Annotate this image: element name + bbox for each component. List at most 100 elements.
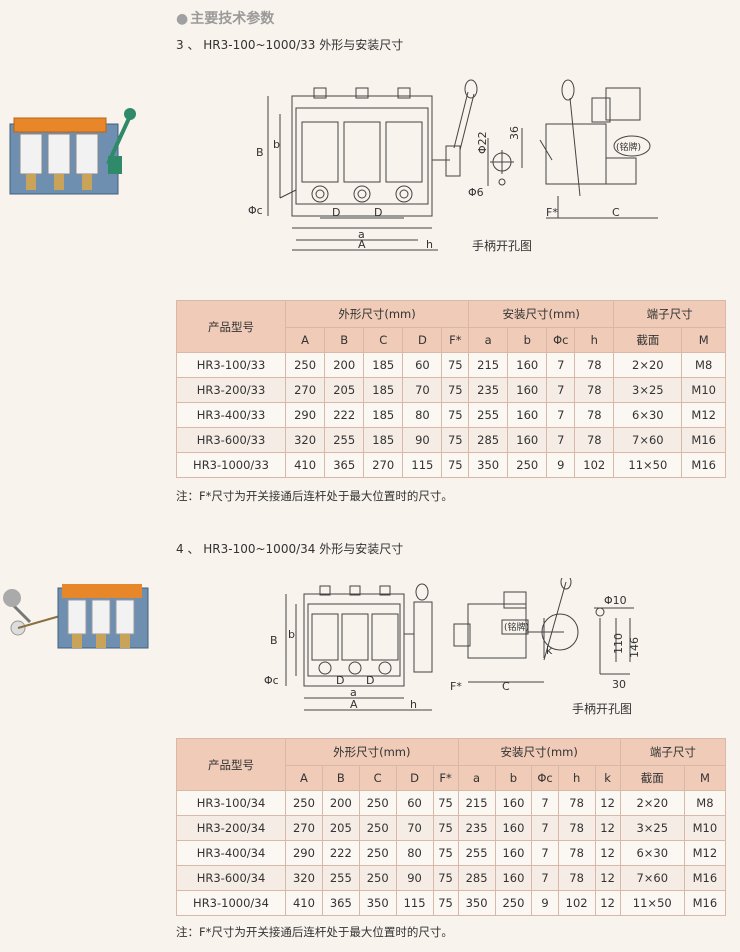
value-cell: 255 bbox=[468, 402, 509, 428]
value-cell: 410 bbox=[285, 890, 323, 916]
nameplate-label: (铭牌) bbox=[616, 141, 641, 153]
value-cell: M10 bbox=[681, 377, 726, 403]
value-cell: 290 bbox=[285, 840, 323, 866]
col4-F: F* bbox=[432, 765, 459, 791]
value-cell: 75 bbox=[441, 452, 470, 478]
model-cell: HR3-600/33 bbox=[176, 427, 286, 453]
value-cell: 75 bbox=[441, 402, 470, 428]
col-section: 截面 bbox=[613, 327, 683, 353]
dim4-a: a bbox=[350, 686, 357, 699]
value-cell: M16 bbox=[683, 890, 727, 916]
value-cell: 290 bbox=[284, 402, 326, 428]
value-cell: M16 bbox=[681, 427, 726, 453]
value-cell: 160 bbox=[494, 790, 533, 816]
value-cell: 75 bbox=[441, 377, 470, 403]
dim-b: b bbox=[273, 138, 280, 151]
value-cell: 215 bbox=[468, 352, 509, 378]
value-cell: 11×50 bbox=[613, 452, 683, 478]
value-cell: 115 bbox=[395, 890, 434, 916]
value-cell: 115 bbox=[402, 452, 443, 478]
value-cell: 78 bbox=[557, 790, 596, 816]
value-cell: 7 bbox=[546, 427, 576, 453]
value-cell: M8 bbox=[681, 352, 726, 378]
dim-phi-c: Φc bbox=[248, 204, 263, 217]
value-cell: 320 bbox=[284, 427, 326, 453]
note-33: 注：F*尺寸为开关接通后连杆处于最大位置时的尺寸。 bbox=[176, 489, 453, 503]
col-h: h bbox=[574, 327, 615, 353]
value-cell: 6×30 bbox=[619, 840, 685, 866]
value-cell: 365 bbox=[324, 452, 365, 478]
value-cell: 2×20 bbox=[613, 352, 683, 378]
value-cell: 160 bbox=[494, 815, 533, 841]
col-D: D bbox=[402, 327, 443, 353]
value-cell: 215 bbox=[457, 790, 496, 816]
model-cell: HR3-100/33 bbox=[176, 352, 286, 378]
col4-group-install: 安装尺寸(mm) bbox=[457, 738, 621, 766]
value-cell: 78 bbox=[574, 402, 615, 428]
value-cell: 160 bbox=[507, 352, 548, 378]
col-M: M bbox=[681, 327, 726, 353]
value-cell: 250 bbox=[494, 890, 533, 916]
value-cell: 160 bbox=[494, 840, 533, 866]
dim4-A: A bbox=[350, 698, 358, 711]
col4-section: 截面 bbox=[619, 765, 685, 791]
value-cell: 200 bbox=[321, 790, 360, 816]
value-cell: 365 bbox=[321, 890, 360, 916]
col4-a: a bbox=[457, 765, 496, 791]
value-cell: 285 bbox=[468, 427, 509, 453]
col4-D: D bbox=[395, 765, 434, 791]
value-cell: 270 bbox=[284, 377, 326, 403]
product-photo-33 bbox=[9, 108, 136, 195]
nameplate4-label: (铭牌) bbox=[504, 621, 529, 633]
col4-B: B bbox=[321, 765, 360, 791]
value-cell: 320 bbox=[285, 865, 323, 891]
value-cell: 6×30 bbox=[613, 402, 683, 428]
col-group-outer: 外形尺寸(mm) bbox=[284, 300, 470, 328]
value-cell: M8 bbox=[683, 790, 727, 816]
value-cell: 9 bbox=[546, 452, 576, 478]
model-cell: HR3-200/34 bbox=[176, 815, 286, 841]
dim-D2: D bbox=[374, 206, 382, 219]
value-cell: 185 bbox=[363, 352, 404, 378]
value-cell: 7 bbox=[531, 840, 559, 866]
value-cell: 255 bbox=[324, 427, 365, 453]
value-cell: 160 bbox=[507, 402, 548, 428]
model-cell: HR3-400/34 bbox=[176, 840, 286, 866]
value-cell: M10 bbox=[683, 815, 727, 841]
value-cell: 12 bbox=[594, 840, 621, 866]
value-cell: 7 bbox=[546, 402, 576, 428]
model-cell: HR3-1000/33 bbox=[176, 452, 286, 478]
value-cell: 2×20 bbox=[619, 790, 685, 816]
value-cell: 205 bbox=[321, 815, 360, 841]
model-cell: HR3-600/34 bbox=[176, 865, 286, 891]
value-cell: 75 bbox=[441, 352, 470, 378]
value-cell: 7 bbox=[531, 815, 559, 841]
value-cell: 270 bbox=[285, 815, 323, 841]
value-cell: 250 bbox=[358, 840, 397, 866]
value-cell: 9 bbox=[531, 890, 559, 916]
col4-A: A bbox=[285, 765, 323, 791]
value-cell: 80 bbox=[395, 840, 434, 866]
value-cell: 70 bbox=[395, 815, 434, 841]
value-cell: M12 bbox=[683, 840, 727, 866]
value-cell: 75 bbox=[432, 790, 459, 816]
col4-group-outer: 外形尺寸(mm) bbox=[285, 738, 459, 766]
outline-drawing-33: B b Φc D D a A h Φ22 36 Φ6 F* C (铭牌) bbox=[248, 79, 658, 251]
value-cell: 350 bbox=[457, 890, 496, 916]
col-b: b bbox=[507, 327, 548, 353]
value-cell: 78 bbox=[574, 427, 615, 453]
col4-C: C bbox=[358, 765, 397, 791]
value-cell: 185 bbox=[363, 427, 404, 453]
dim-36: 36 bbox=[508, 126, 521, 140]
value-cell: 185 bbox=[363, 377, 404, 403]
value-cell: 235 bbox=[468, 377, 509, 403]
model-cell: HR3-400/33 bbox=[176, 402, 286, 428]
value-cell: 350 bbox=[358, 890, 397, 916]
dim4-phi-c: Φc bbox=[264, 674, 279, 687]
value-cell: 78 bbox=[574, 352, 615, 378]
